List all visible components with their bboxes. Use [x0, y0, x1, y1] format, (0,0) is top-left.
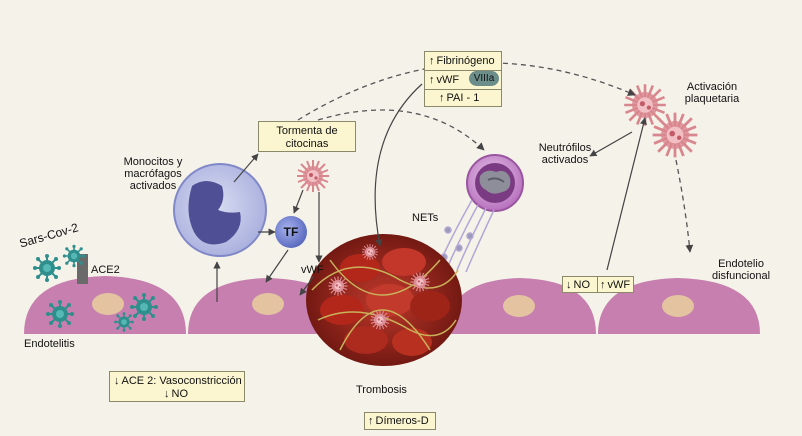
no-text: NO: [573, 279, 591, 291]
nets-strands: [439, 199, 495, 273]
neutrophil-cell: [466, 154, 524, 212]
tormenta-box: Tormenta de citocinas: [258, 121, 356, 152]
factors-box: Fibrinógeno vWF VIIIa PAI - 1: [424, 51, 502, 107]
vwf-up-text: vWF: [607, 279, 631, 291]
ace2-receptor: [77, 254, 88, 284]
arrows: [213, 83, 647, 302]
activacion-label: Activación plaquetaria: [684, 81, 740, 105]
pai-text: PAI - 1: [446, 92, 480, 104]
ace2-label: ACE2: [91, 264, 120, 276]
platelet-icon: [296, 159, 330, 193]
fibrinogeno-text: Fibrinógeno: [436, 55, 495, 67]
monocitos-label: Monocitos y macrófagos activados: [123, 156, 183, 192]
trombosis-label: Trombosis: [356, 384, 407, 396]
tf-label: TF: [283, 225, 299, 239]
ace2-no-text: NO: [171, 388, 189, 400]
ace2-vaso-text: ACE 2: Vasoconstricción: [121, 375, 242, 387]
monocyte-cell: [173, 163, 267, 257]
endotelio-label: Endotelio disfuncional: [711, 258, 771, 282]
nets-label: NETs: [412, 212, 439, 224]
thrombus-clot: [306, 234, 462, 366]
dimeros-box: Dímeros-D: [364, 412, 436, 430]
dimeros-text: Dímeros-D: [375, 415, 429, 427]
no-vwf-box: NO vWF: [562, 276, 634, 293]
vwf-factor-text: vWF: [436, 74, 460, 86]
ace2-effects-box: ACE 2: Vasoconstricción NO: [109, 371, 245, 402]
endotelitis-label: Endotelitis: [24, 338, 75, 350]
dashed-arrows: [297, 62, 694, 253]
viiia-pill: VIIIa: [469, 71, 499, 86]
tf-circle: [275, 216, 307, 248]
vwf-label: vWF: [301, 264, 324, 276]
neutrofilos-label: Neutrófilos activados: [538, 142, 592, 166]
